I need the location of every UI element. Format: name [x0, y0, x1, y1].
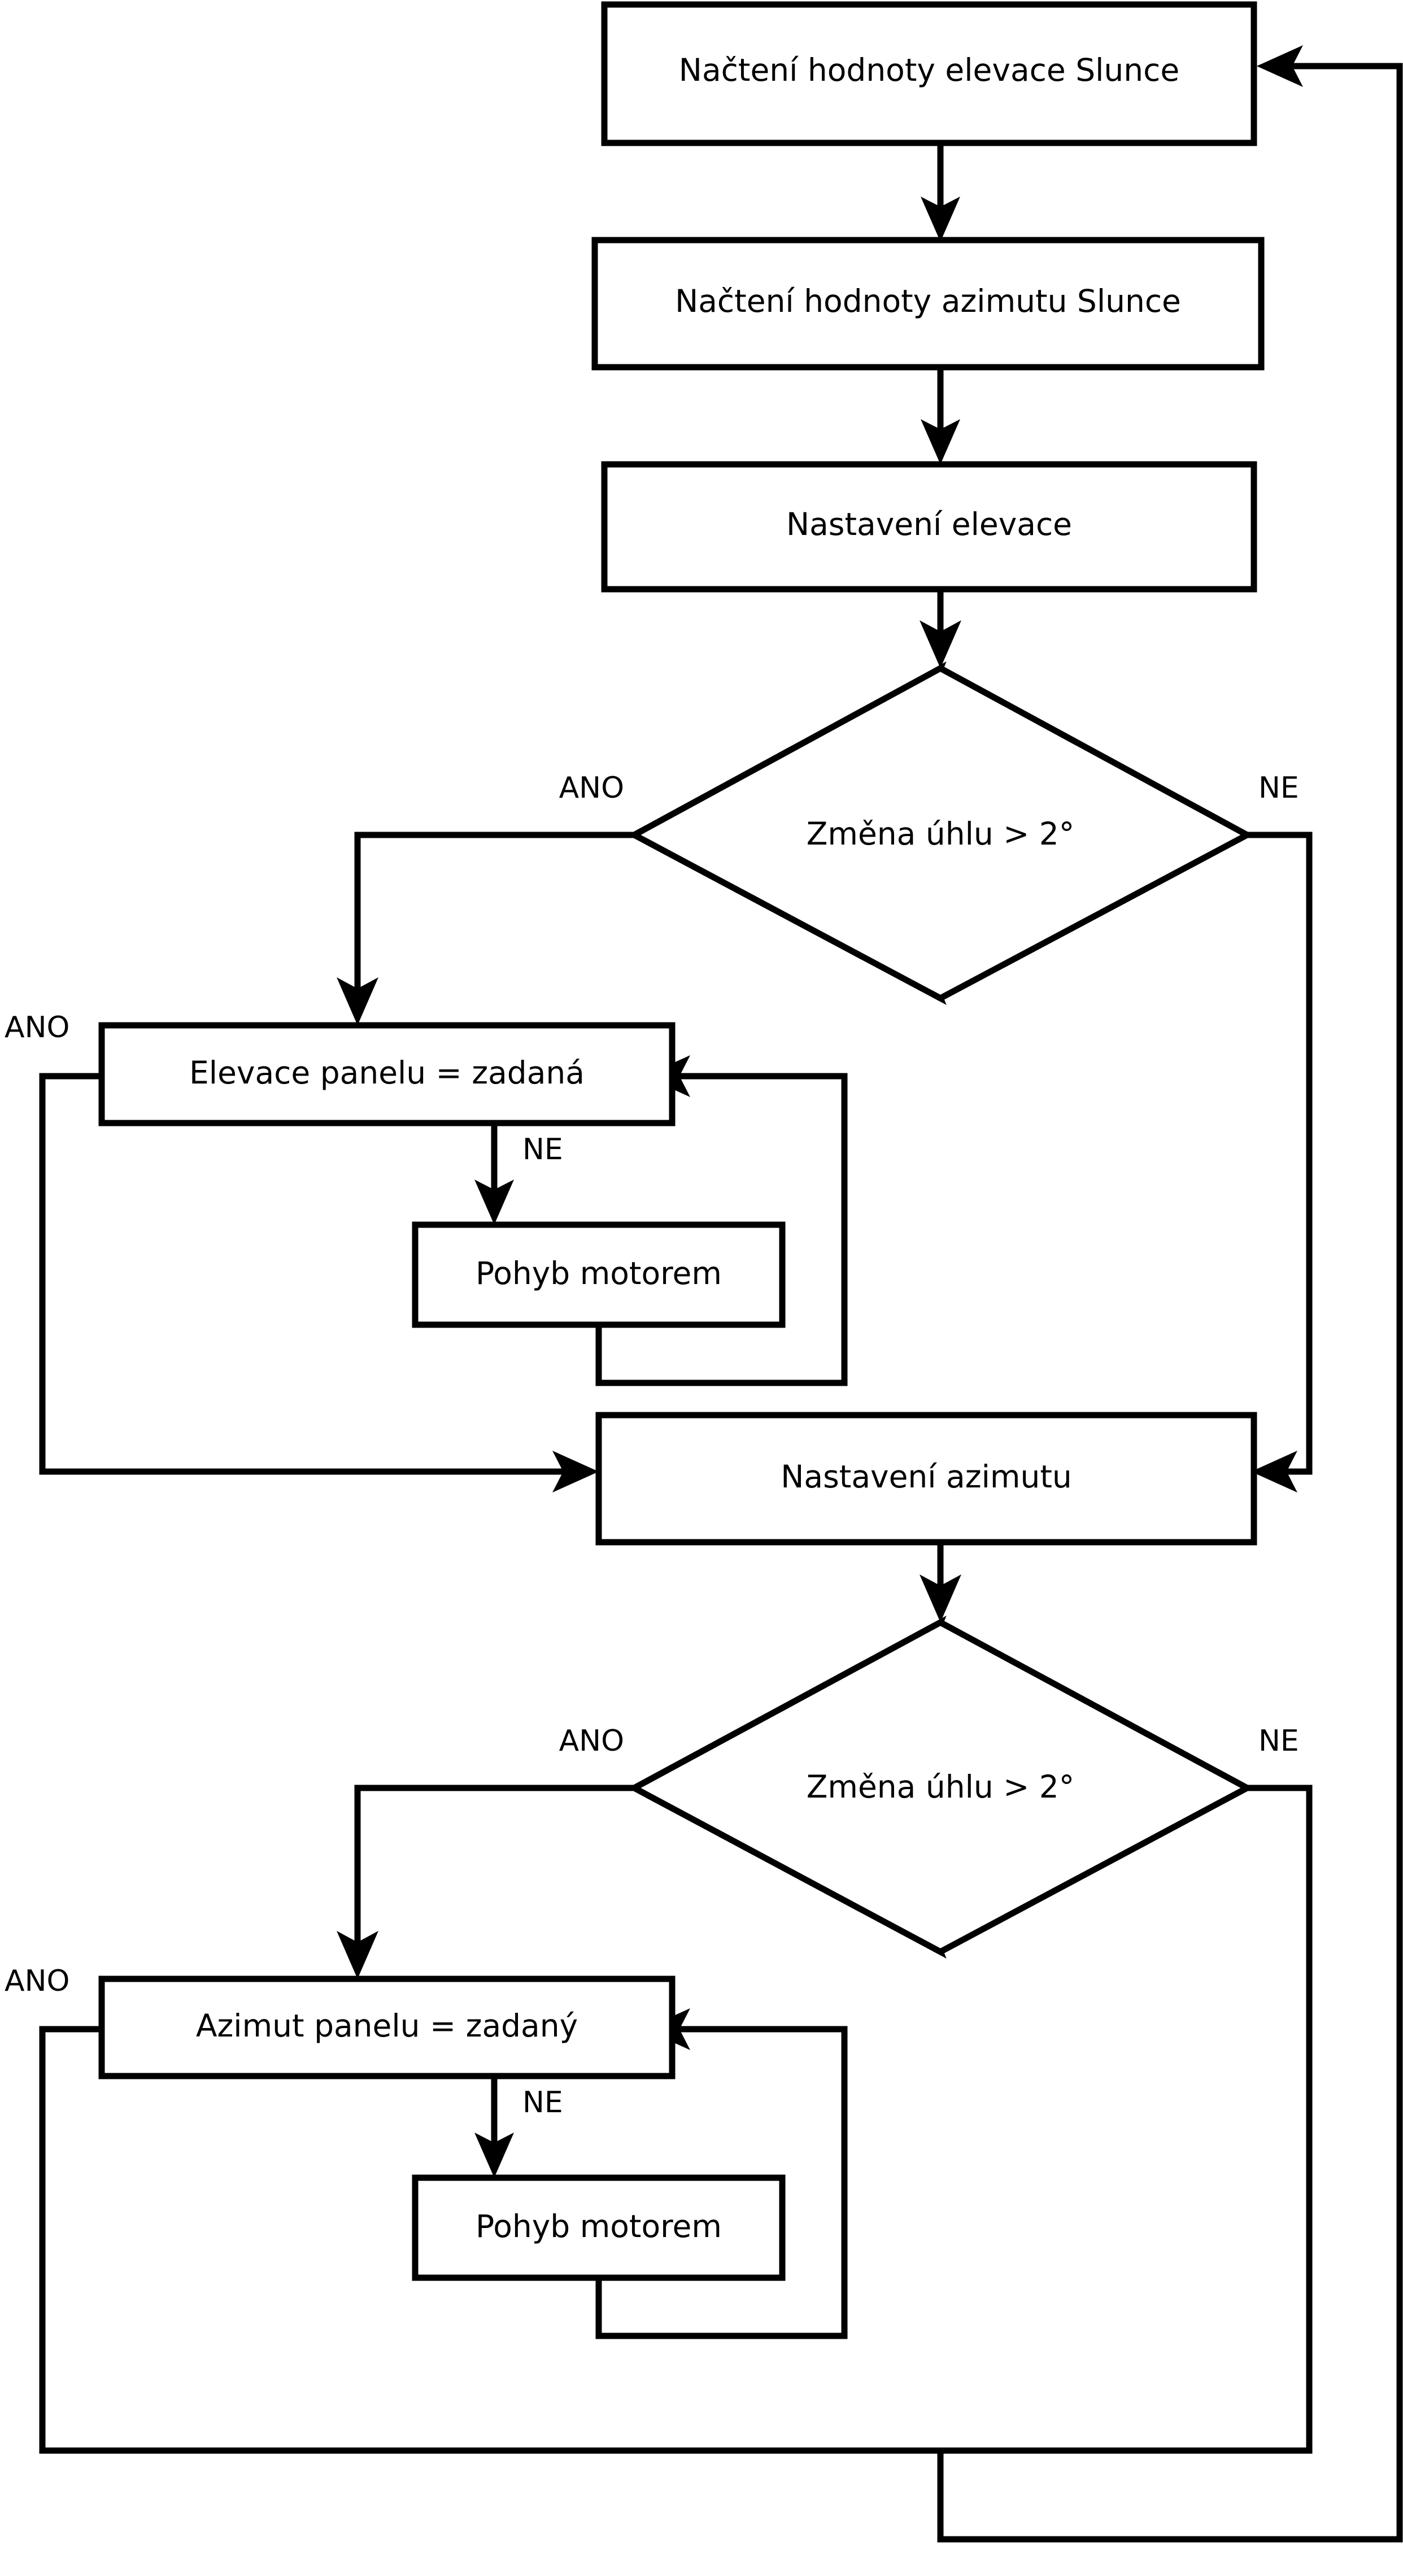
- node-read-elevation[interactable]: Načtení hodnoty elevace Slunce: [601, 1, 1257, 146]
- edge-label-panel-azimuth-no: NE: [522, 2086, 563, 2120]
- edge-label-decision-elevation-no: NE: [1258, 771, 1299, 805]
- edge-panel-azimuth-no: [474, 2076, 514, 2178]
- node-read-elevation-label: Načtení hodnoty elevace Slunce: [679, 52, 1179, 88]
- edge-label-panel-elevation-yes: ANO: [5, 1011, 69, 1045]
- edge-decision-azimuth-no: [874, 45, 1403, 2543]
- edge-label-panel-azimuth-yes: ANO: [5, 1964, 69, 1998]
- node-motor-move-elevation-label: Pohyb motorem: [476, 1255, 722, 1291]
- edge-panel-azimuth-yes: [39, 2026, 940, 2454]
- node-motor-move-elevation[interactable]: Pohyb motorem: [412, 1221, 786, 1328]
- edge-set-azimuth-to-decision-azimuth: [920, 1542, 961, 1622]
- edge-read-elevation-to-read-azimuth: [921, 143, 960, 242]
- node-read-azimuth[interactable]: Načtení hodnoty azimutu Slunce: [591, 237, 1265, 371]
- edge-panel-elevation-yes: [39, 1073, 599, 1492]
- node-motor-move-azimuth-label: Pohyb motorem: [476, 2208, 722, 2244]
- edge-label-panel-elevation-no: NE: [522, 1133, 563, 1167]
- edge-label-decision-azimuth-no: NE: [1258, 1724, 1299, 1758]
- node-read-azimuth-label: Načtení hodnoty azimutu Slunce: [675, 283, 1181, 319]
- node-decision-elevation[interactable]: Změna úhlu > 2°: [628, 661, 1254, 1005]
- node-decision-elevation-label: Změna úhlu > 2°: [807, 816, 1075, 852]
- edge-label-decision-elevation-yes: ANO: [559, 771, 624, 805]
- node-panel-elevation-check[interactable]: Elevace panelu = zadaná: [98, 1022, 676, 1126]
- node-panel-azimuth-check-label: Azimut panelu = zadaný: [196, 2008, 578, 2044]
- edge-set-elevation-to-decision-elevation: [920, 589, 961, 668]
- node-set-elevation[interactable]: Nastavení elevace: [601, 461, 1257, 593]
- edge-decision-azimuth-yes: [337, 1785, 634, 1979]
- edge-decision-elevation-yes: [337, 832, 634, 1025]
- node-set-azimuth-label: Nastavení azimutu: [781, 1459, 1072, 1495]
- node-decision-azimuth[interactable]: Změna úhlu > 2°: [628, 1615, 1254, 1959]
- edge-read-azimuth-to-set-elevation: [921, 367, 960, 464]
- edge-panel-elevation-no: [474, 1123, 514, 1225]
- node-set-azimuth[interactable]: Nastavení azimutu: [595, 1412, 1257, 1546]
- node-motor-move-azimuth[interactable]: Pohyb motorem: [412, 2174, 786, 2281]
- edge-label-decision-azimuth-yes: ANO: [559, 1724, 624, 1758]
- node-decision-azimuth-label: Změna úhlu > 2°: [807, 1769, 1075, 1805]
- node-panel-azimuth-check[interactable]: Azimut panelu = zadaný: [98, 1975, 676, 2079]
- node-set-elevation-label: Nastavení elevace: [786, 506, 1072, 542]
- node-panel-elevation-check-label: Elevace panelu = zadaná: [189, 1055, 585, 1091]
